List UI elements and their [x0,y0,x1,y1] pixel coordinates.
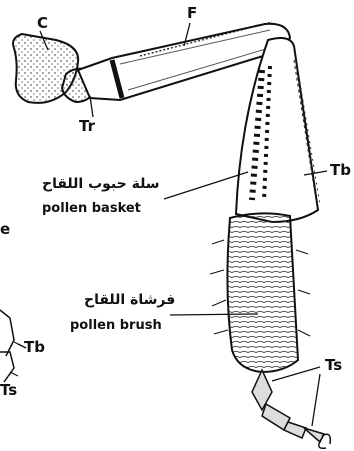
tibia-label-left: Tb [24,340,45,355]
left-partial-leg [0,310,22,382]
tibia-segment [236,38,320,222]
basitarsus-segment [210,213,310,372]
femur-label: F [187,6,197,21]
coxa-label: C [37,16,48,31]
trochanter-label: Tr [79,119,95,134]
left-edge-e-label: e [0,222,10,237]
tibia-label-right: Tb [330,163,351,178]
tarsus-label-right: Ts [325,358,342,373]
tarsus-label-left: Ts [0,383,17,398]
pollen-basket-arabic-label: سلة حبوب اللقاح [42,177,160,191]
pollen-brush-english-label: pollen brush [70,319,162,332]
pollen-basket-english-label: pollen basket [42,202,141,215]
pollen-brush-arabic-label: فرشاة اللقاح [84,293,175,307]
